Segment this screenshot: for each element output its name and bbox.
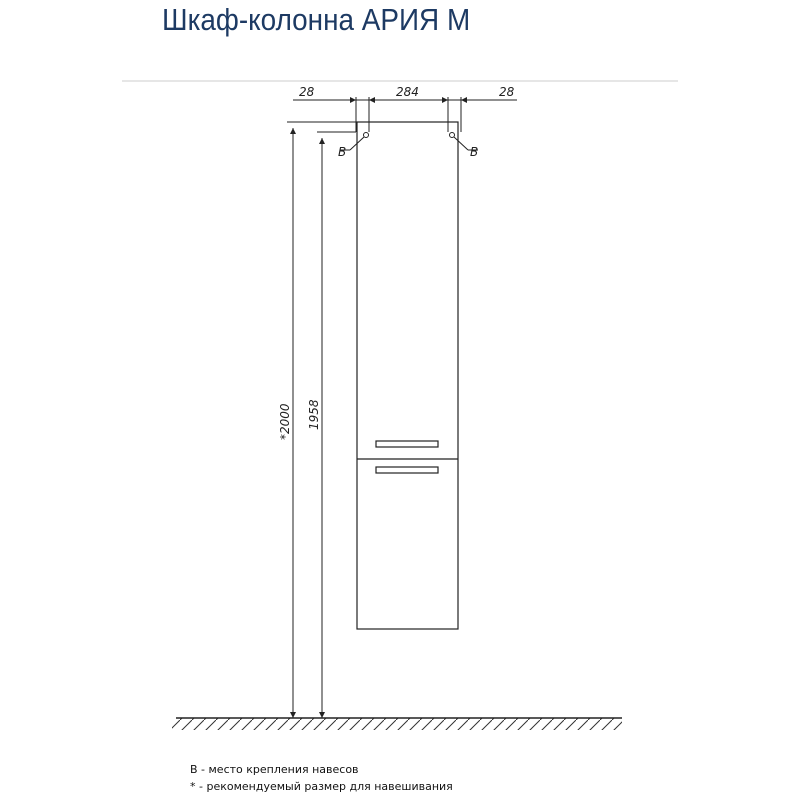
left-mount-point (363, 132, 369, 138)
legend-mount-point: B - место крепления навесов (190, 763, 359, 776)
dim-left-offset-label: 28 (299, 85, 315, 99)
floor-hatching (172, 718, 622, 730)
lower-handle (375, 466, 439, 474)
right-mount-leader (453, 136, 469, 151)
cabinet-height-label: 1958 (307, 399, 321, 430)
title-divider (122, 80, 678, 82)
left-hanger (355, 97, 370, 132)
upper-handle (375, 440, 439, 448)
width-dimensions: 28 284 28 (293, 85, 517, 103)
height-dimensions (287, 121, 356, 718)
page-title: Шкаф-колонна АРИЯ М (162, 2, 471, 37)
right-mount-label: B (470, 145, 478, 159)
dim-width-label: 284 (396, 85, 419, 99)
cabinet-body (356, 121, 459, 630)
left-mount-label: B (338, 145, 346, 159)
legend-recommended-size: * - рекомендуемый размер для навешивания (190, 780, 453, 793)
hanger-brackets (340, 97, 478, 151)
floor (172, 717, 622, 730)
right-mount-point (449, 132, 455, 138)
dim-right-offset-label: 28 (499, 85, 515, 99)
right-hanger (447, 97, 462, 132)
cabinet-outline (356, 121, 459, 630)
total-height-label: *2000 (278, 403, 292, 440)
